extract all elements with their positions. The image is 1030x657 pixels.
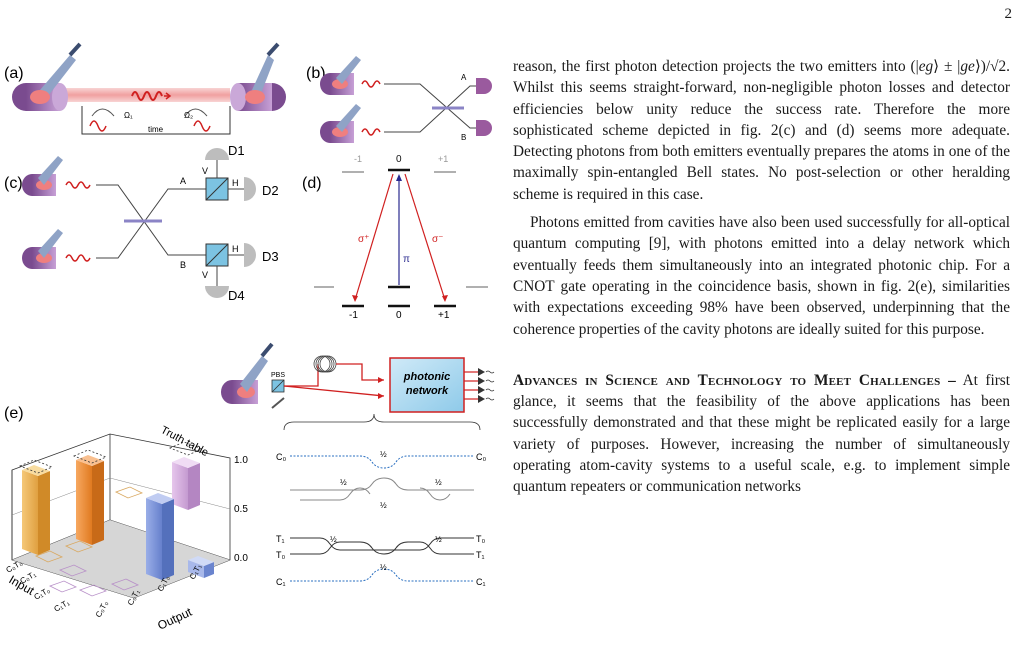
photonic-network-box xyxy=(389,357,465,413)
panel-e: (e) xyxy=(4,342,495,633)
port-a-label: A xyxy=(461,73,467,82)
panel-c-label: (c) xyxy=(4,175,23,192)
bar-c0t0 xyxy=(18,459,54,555)
right-cavity-icon xyxy=(230,42,286,111)
panel-a: (a) Ω₁ Ω₂ time xyxy=(4,42,286,135)
left-cavity-icon xyxy=(12,42,82,111)
v-label: V xyxy=(202,270,208,280)
circuit-mode-label: T₁ xyxy=(276,534,285,544)
input-tick-label: C₁T₁ xyxy=(53,598,72,614)
port-b-label: B xyxy=(180,260,186,270)
d2-label: D2 xyxy=(262,183,279,198)
circuit-mode-label: T₁ xyxy=(476,550,485,560)
network-label: photonic xyxy=(403,371,450,383)
detector-d3-icon xyxy=(244,243,256,267)
half-label: ½ xyxy=(380,450,387,459)
cavity-icon xyxy=(320,104,361,143)
detector-d1-icon xyxy=(205,148,229,160)
h-label: H xyxy=(232,178,239,188)
circuit-mode-label: T₀ xyxy=(476,534,485,544)
half-label: ½ xyxy=(380,563,387,572)
figure-2: (a) Ω₁ Ω₂ time xyxy=(4,42,495,633)
time-label: time xyxy=(148,125,164,134)
pbs-label: PBS xyxy=(271,372,285,379)
d3-label: D3 xyxy=(262,249,279,264)
level-label: -1 xyxy=(349,310,358,321)
half-label: ½ xyxy=(340,478,347,487)
half-label: ½ xyxy=(435,535,442,544)
bar-c0t1 xyxy=(72,449,108,545)
panel-d: (d) -1 0 +1 -1 0 +1 σ⁺ π σ⁻ xyxy=(302,154,488,321)
half-label: ½ xyxy=(330,535,337,544)
d1-label: D1 xyxy=(228,143,245,158)
mirror-icon xyxy=(271,397,285,409)
level-label: -1 xyxy=(354,154,362,164)
level-label: 0 xyxy=(396,154,402,165)
circuit-mode-label: C₁ xyxy=(276,577,286,587)
cavity-icon xyxy=(22,156,63,196)
detector-d4-icon xyxy=(205,286,229,298)
panel-b-label: (b) xyxy=(306,65,326,82)
paragraph: Advances in Science and Technology to Me… xyxy=(513,371,1010,496)
sigma-plus-label: σ⁺ xyxy=(358,234,369,245)
bar-c1t1 xyxy=(168,441,204,510)
port-a-label: A xyxy=(180,176,186,186)
pi-label: π xyxy=(403,254,410,265)
body-text-column: reason, the first photon detection proje… xyxy=(513,56,1010,498)
level-label: 0 xyxy=(396,310,402,321)
panel-c: (c) A B D1 D2 xyxy=(4,143,279,303)
bar-c1t0 xyxy=(146,493,174,580)
truth-table-chart: 1.0 0.5 0.0 Truth table C₀T₀ C₀T₁ C₁T₀ C… xyxy=(5,424,249,633)
level-label: +1 xyxy=(438,310,450,321)
circuit-mode-label: C₁ xyxy=(476,577,486,587)
photonic-source: PBS photonic network xyxy=(221,342,495,431)
output-tick-label: C₀T₀ xyxy=(94,599,110,619)
paragraph: reason, the first photon detection proje… xyxy=(513,58,1010,203)
z-tick-label: 1.0 xyxy=(234,455,248,466)
d4-label: D4 xyxy=(228,288,245,303)
half-label: ½ xyxy=(380,501,387,510)
h-label: H xyxy=(232,244,239,254)
panel-e-label: (e) xyxy=(4,405,24,422)
v-label: V xyxy=(202,166,208,176)
paragraph: Photons emitted from cavities have also … xyxy=(513,214,1010,338)
panel-b: (b) A B xyxy=(306,56,492,143)
circuit-mode-label: C₀ xyxy=(276,452,286,462)
port-b-label: B xyxy=(461,133,466,142)
bar-small xyxy=(188,556,214,578)
axis-output-label: Output xyxy=(155,605,194,633)
cnot-circuit: C₀ T₁ T₀ C₁ C₀ T₀ T₁ C₁ ½ ½ ½ ½ ½ ½ ½ xyxy=(276,450,486,587)
detector-d2-icon xyxy=(244,177,256,201)
omega-1-label: Ω₁ xyxy=(124,111,133,120)
network-label: network xyxy=(406,385,449,397)
z-tick-label: 0.0 xyxy=(234,553,248,564)
panel-a-label: (a) xyxy=(4,65,24,82)
cavity-icon xyxy=(22,229,63,269)
omega-2-label: Ω₂ xyxy=(184,111,193,120)
cavity-icon xyxy=(320,56,361,95)
detector-icon xyxy=(476,78,492,94)
circuit-mode-label: T₀ xyxy=(276,550,285,560)
panel-d-label: (d) xyxy=(302,175,322,192)
z-tick-label: 0.5 xyxy=(234,504,248,515)
detector-icon xyxy=(476,120,492,136)
page-number: 2 xyxy=(1004,6,1013,22)
sigma-minus-label: σ⁻ xyxy=(432,234,443,245)
circuit-mode-label: C₀ xyxy=(476,452,486,462)
half-label: ½ xyxy=(435,478,442,487)
detector-array-icon xyxy=(478,368,485,403)
level-label: +1 xyxy=(438,154,448,164)
brace-icon xyxy=(283,413,481,431)
